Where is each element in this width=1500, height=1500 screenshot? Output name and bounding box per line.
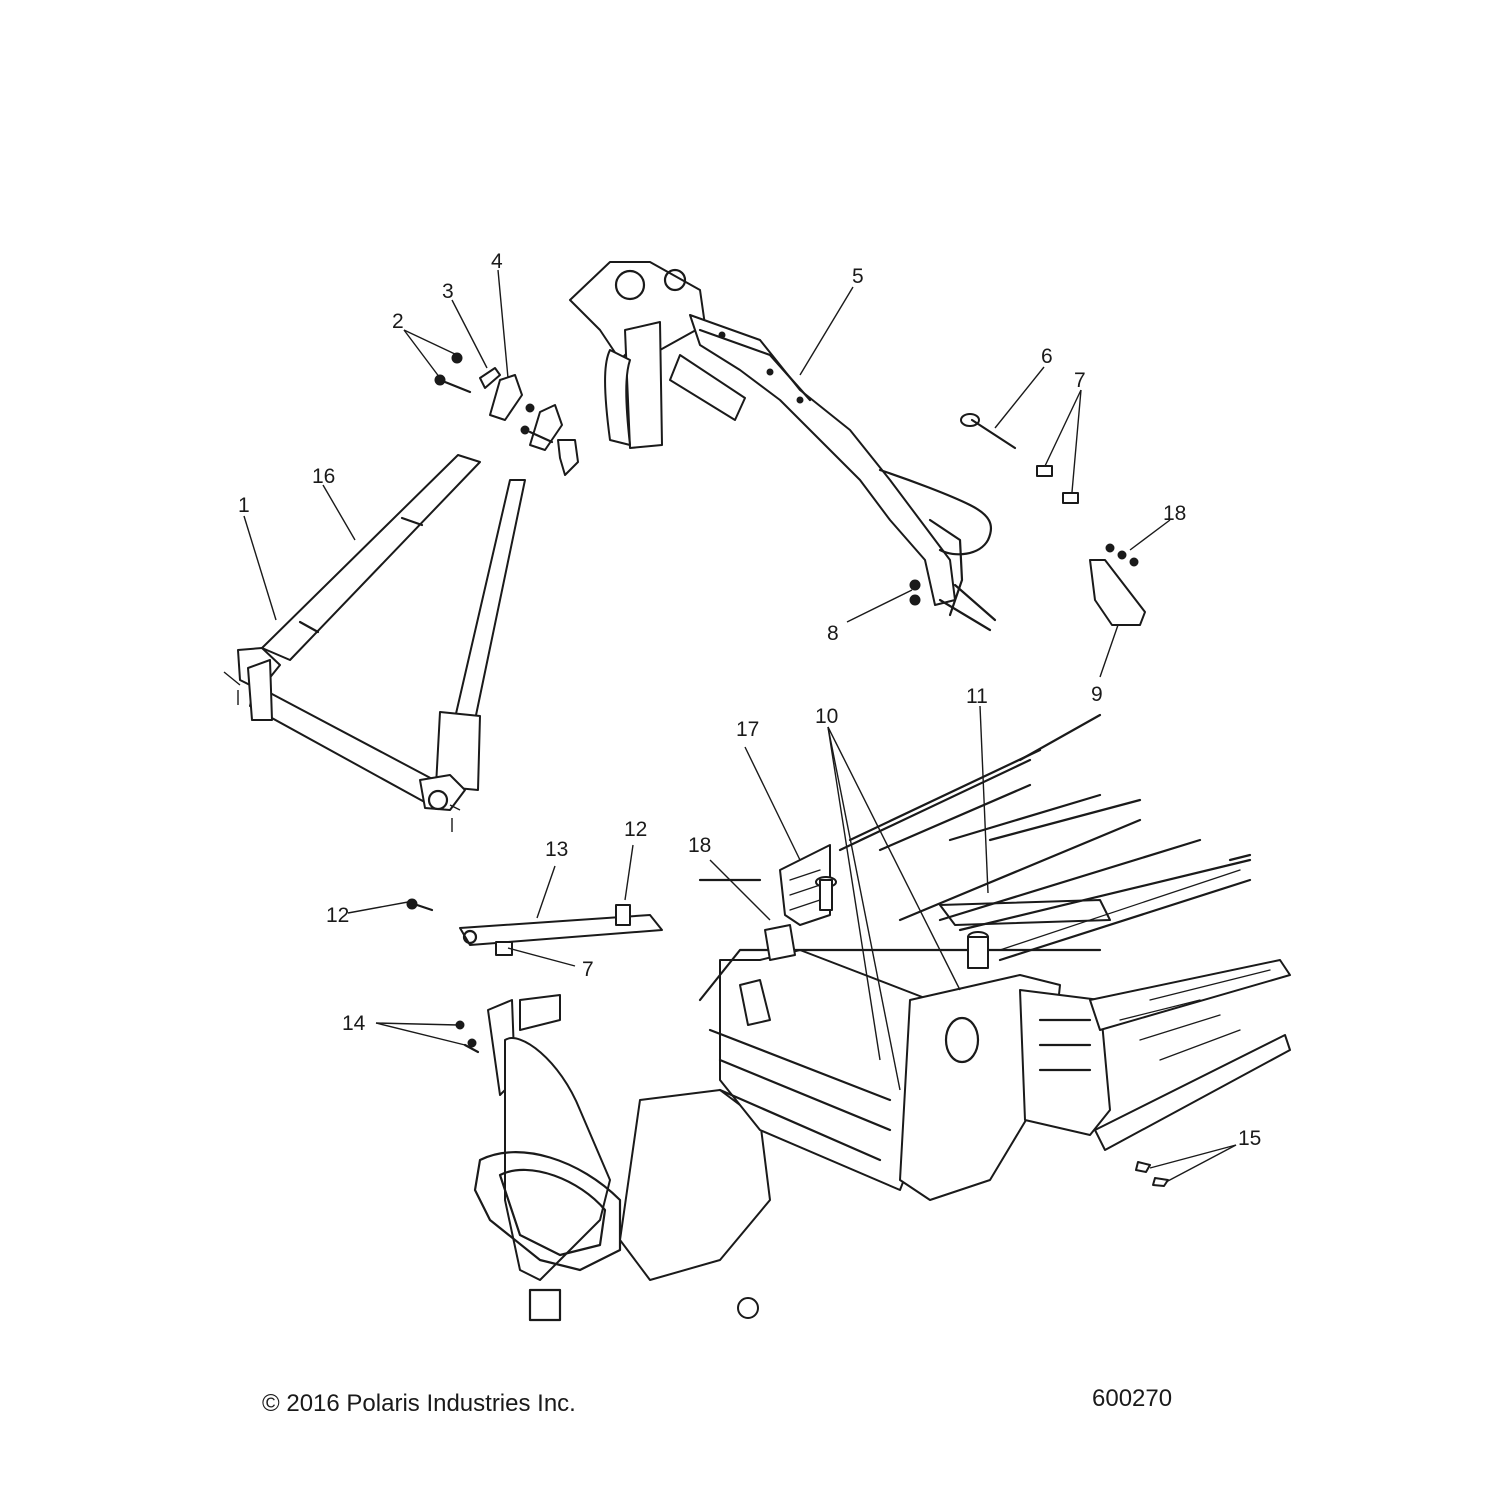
callout-14: 14 <box>342 1012 366 1035</box>
front-strut-frame <box>223 454 526 832</box>
figure-number: 600270 <box>1092 1385 1173 1412</box>
callout-7-lower: 7 <box>582 958 594 981</box>
callout-9: 9 <box>1091 683 1103 706</box>
callout-16: 16 <box>312 465 335 488</box>
callout-4: 4 <box>491 250 503 273</box>
callout-12-left: 12 <box>326 904 349 927</box>
copyright-notice: © 2016 Polaris Industries Inc. <box>262 1390 576 1417</box>
bracket-and-bolts <box>909 543 1146 626</box>
callout-7-upper: 7 <box>1074 369 1086 392</box>
callout-6: 6 <box>1041 345 1053 368</box>
callout-labels: 1 2 3 4 5 6 7 8 9 10 11 12 12 13 14 15 1… <box>238 250 1261 1150</box>
callout-15: 15 <box>1238 1127 1261 1150</box>
callout-13: 13 <box>545 838 568 861</box>
right-hardware <box>960 413 1079 504</box>
callout-10: 10 <box>815 705 838 728</box>
tie-rod-arm <box>406 898 663 956</box>
upper-joint-hardware <box>434 352 579 476</box>
callout-5: 5 <box>852 265 864 288</box>
callout-1: 1 <box>238 494 250 517</box>
callout-17: 17 <box>736 718 759 741</box>
leader-lines <box>243 269 1237 1183</box>
lower-chassis <box>455 713 1291 1322</box>
callout-12-right: 12 <box>624 818 647 841</box>
callout-18-upper: 18 <box>1163 502 1186 525</box>
callout-18-lower: 18 <box>688 834 711 857</box>
callout-8: 8 <box>827 622 839 645</box>
callout-2: 2 <box>392 310 404 333</box>
callout-3: 3 <box>442 280 454 303</box>
upper-frame-assembly <box>569 261 997 632</box>
callout-11: 11 <box>966 685 988 708</box>
